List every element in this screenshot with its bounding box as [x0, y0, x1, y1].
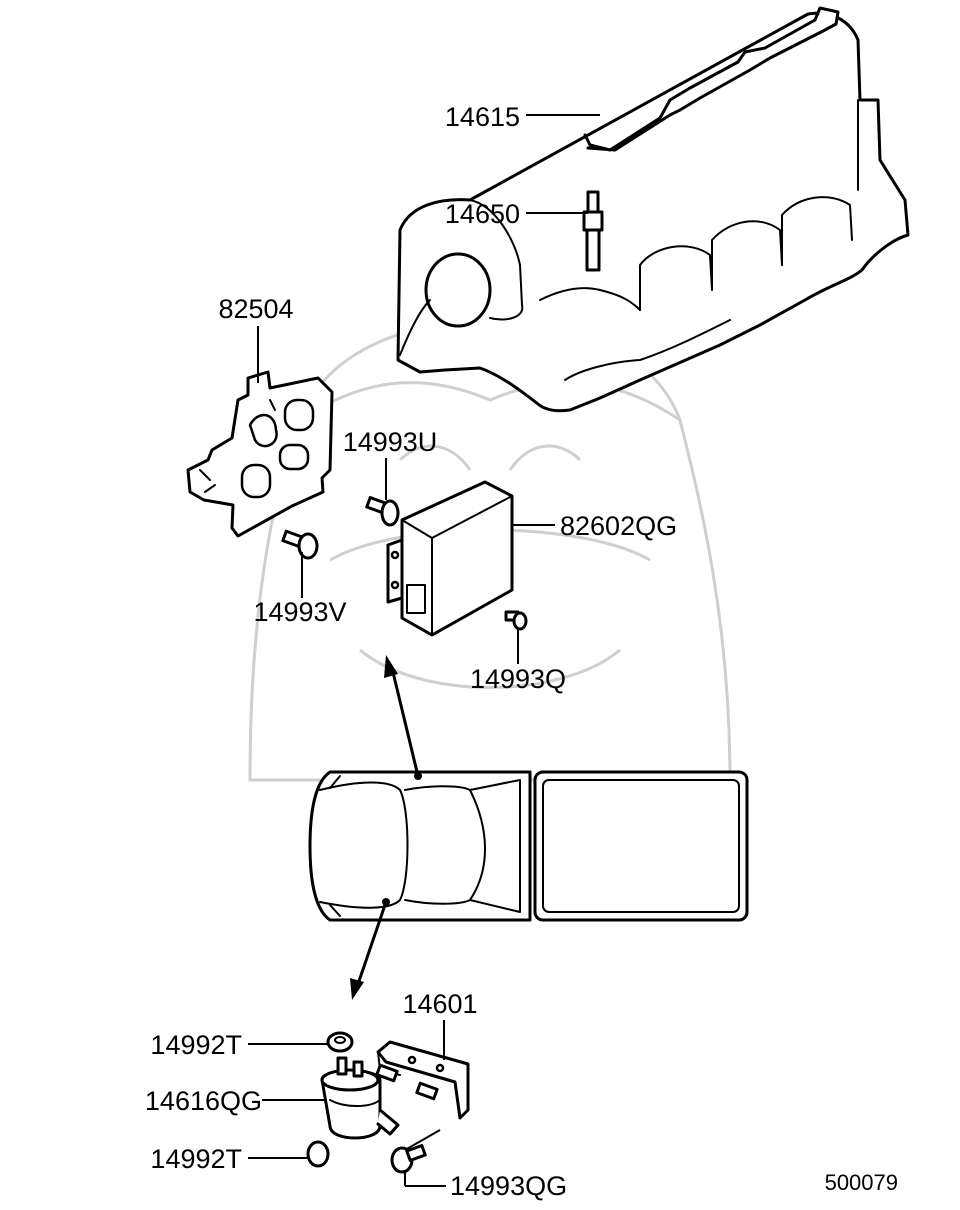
leader-lines [248, 114, 600, 1187]
bolt-14993V-drawing [281, 529, 319, 560]
part-label-14992T-lower: 14992T [150, 1144, 242, 1174]
part-label-14993V: 14993V [253, 597, 346, 627]
part-label-14993Q: 14993Q [470, 664, 566, 694]
part-label-82504: 82504 [218, 294, 293, 324]
bolt-14993QG-drawing [390, 1144, 427, 1174]
diagram-reference-number: 500079 [825, 1170, 898, 1195]
part-label-14993QG: 14993QG [450, 1171, 567, 1201]
part-label-14615: 14615 [445, 102, 520, 132]
bracket-drawing [186, 370, 334, 538]
bolt-14993Q-drawing [504, 610, 528, 631]
relay-bracket-drawing [375, 1040, 470, 1120]
part-labels: 14615 14650 82504 14993U 82602QG 14993V … [145, 102, 898, 1201]
nut-upper-drawing [326, 1031, 354, 1053]
part-label-14601: 14601 [402, 989, 477, 1019]
part-label-14992T-upper: 14992T [150, 1030, 242, 1060]
control-unit-drawing [386, 480, 514, 637]
nut-lower-drawing [306, 1140, 330, 1168]
part-label-82602QG: 82602QG [560, 511, 677, 541]
part-label-14650: 14650 [445, 199, 520, 229]
cylinder-head-drawing [396, 6, 910, 413]
part-label-14616QG: 14616QG [145, 1086, 262, 1116]
glow-relay-drawing [320, 1056, 400, 1140]
location-arrows [350, 655, 422, 1000]
part-label-14993U: 14993U [343, 427, 438, 457]
bolt-14993U-drawing [365, 496, 400, 527]
truck-drawing [308, 770, 749, 922]
